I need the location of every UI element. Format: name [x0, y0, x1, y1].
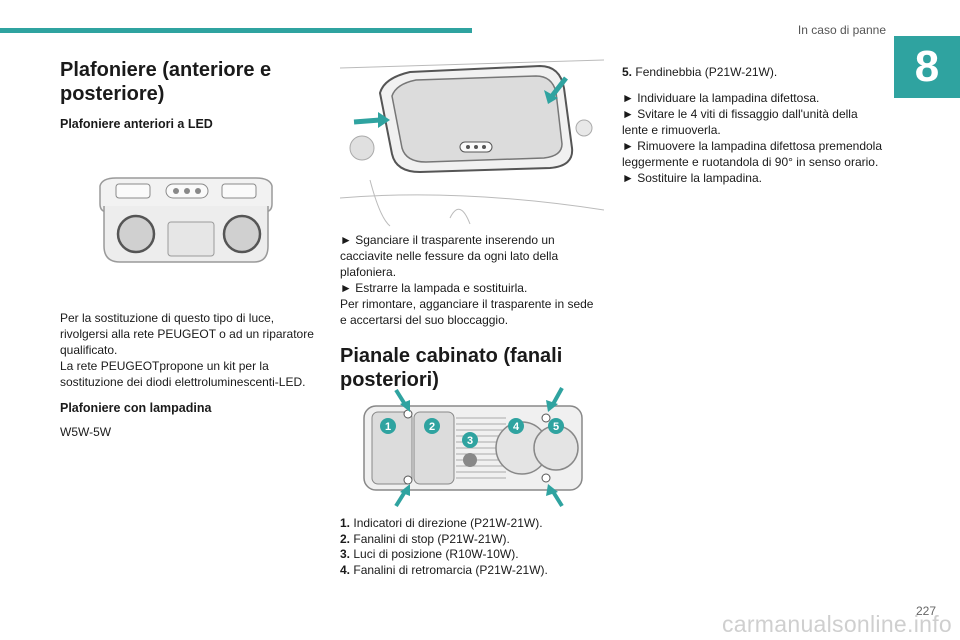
callout-2: 2 — [429, 421, 435, 433]
subtitle-bulb: Plafoniere con lampadina — [60, 401, 212, 415]
bulb-type: W5W-5W — [60, 425, 112, 439]
page-number: 227 — [915, 604, 936, 618]
led-ceiling-light-illustration — [99, 177, 273, 263]
callout-1: 1 — [385, 421, 391, 433]
step-locate: ► Individuare la lampadina difettosa. — [622, 91, 820, 105]
list-item: 4. Fanalini di retromarcia (P21W-21W). — [340, 562, 548, 577]
step-replace-bulb: ► Sostituire la lampadina. — [622, 171, 762, 185]
column-left-lower: Per la sostituzione di questo tipo di lu… — [60, 310, 322, 440]
step-unclip: ► Sganciare il trasparente inserendo un … — [340, 233, 559, 279]
list-item: 1. Indicatori di direzione (P21W-21W). — [340, 516, 543, 530]
section-title-rear-lights: Pianale cabinato (fanali posteriori) — [340, 345, 563, 391]
column-left: Plafoniere (anteriore e posteriore) Plaf… — [60, 58, 322, 132]
callout-5: 5 — [553, 421, 559, 433]
step-remove: ► Rimuovere la lampadina difettosa preme… — [622, 139, 883, 169]
list-item: 3. Luci di posizione (R10W-10W). — [340, 547, 519, 561]
column-middle: ► Sganciare il trasparente inserendo un … — [340, 232, 602, 392]
section-title: In caso di panne — [797, 23, 886, 37]
rear-light-cluster-illustration: 1 2 3 4 5 — [363, 387, 583, 508]
led-para-2: La rete PEUGEOTpropone un kit per la sos… — [60, 359, 306, 389]
subtitle-led: Plafoniere anteriori a LED — [60, 117, 213, 131]
step-unscrew: ► Svitare le 4 viti di fissaggio dall'un… — [622, 107, 858, 137]
header-accent-bar — [0, 28, 472, 33]
column-right: 5. Fendinebbia (P21W-21W). ► Individuare… — [622, 64, 884, 186]
bulb-list: 1. Indicatori di direzione (P21W-21W). 2… — [340, 516, 602, 578]
list-item-5: 5. Fendinebbia (P21W-21W). — [622, 65, 778, 79]
ceiling-light-removal-illustration — [340, 59, 604, 227]
step-replace: ► Estrarre la lampada e sostituirla. — [340, 281, 528, 295]
led-para-1: Per la sostituzione di questo tipo di lu… — [60, 311, 314, 357]
callout-3: 3 — [467, 435, 473, 447]
list-item: 2. Fanalini di stop (P21W-21W). — [340, 531, 510, 546]
watermark: carmanualsonline.info — [721, 611, 952, 637]
callout-4: 4 — [513, 421, 520, 433]
page-title: Plafoniere (anteriore e posteriore) — [60, 59, 272, 105]
chapter-number: 8 — [894, 36, 960, 98]
refit-para: Per rimontare, agganciare il trasparente… — [340, 297, 594, 327]
